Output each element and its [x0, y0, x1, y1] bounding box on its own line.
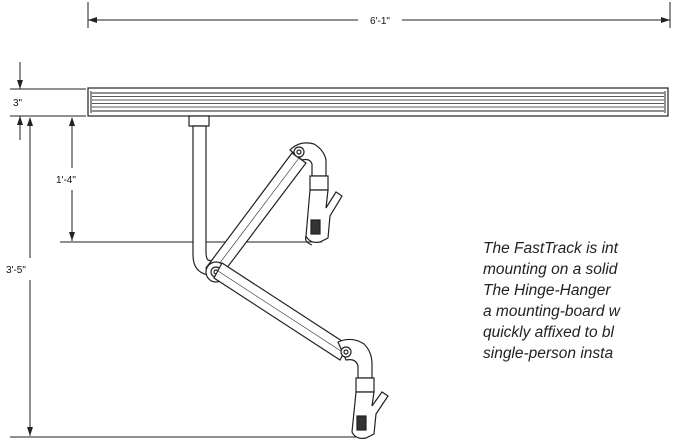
total-drop-label: 3'-5" [6, 265, 26, 276]
caption-line: mounting on a solid [483, 261, 618, 278]
total-drop-dimension [10, 117, 360, 438]
caption-text: The FastTrack is int mounting on a solid… [483, 238, 688, 364]
caption-line: The FastTrack is int [483, 240, 618, 257]
lower-arm [213, 262, 373, 379]
caption-line: quickly affixed to bl [483, 324, 614, 341]
track-height-label: 3" [13, 98, 23, 109]
upper-reach-label: 1'-4" [56, 175, 76, 186]
width-dimension-label: 6'-1" [370, 16, 390, 27]
width-dimension [87, 2, 671, 28]
hanger-post [188, 115, 216, 276]
upper-arm [205, 142, 327, 278]
caption-line: The Hinge-Hanger [483, 282, 611, 299]
caption-line: a mounting-board w [483, 303, 620, 320]
caption-line: single-person insta [483, 345, 614, 362]
track-bar [87, 87, 669, 117]
upper-reach-dimension [60, 117, 322, 243]
upper-clamp [305, 175, 343, 246]
lower-clamp [351, 377, 389, 439]
track-height-dimension [10, 62, 86, 140]
